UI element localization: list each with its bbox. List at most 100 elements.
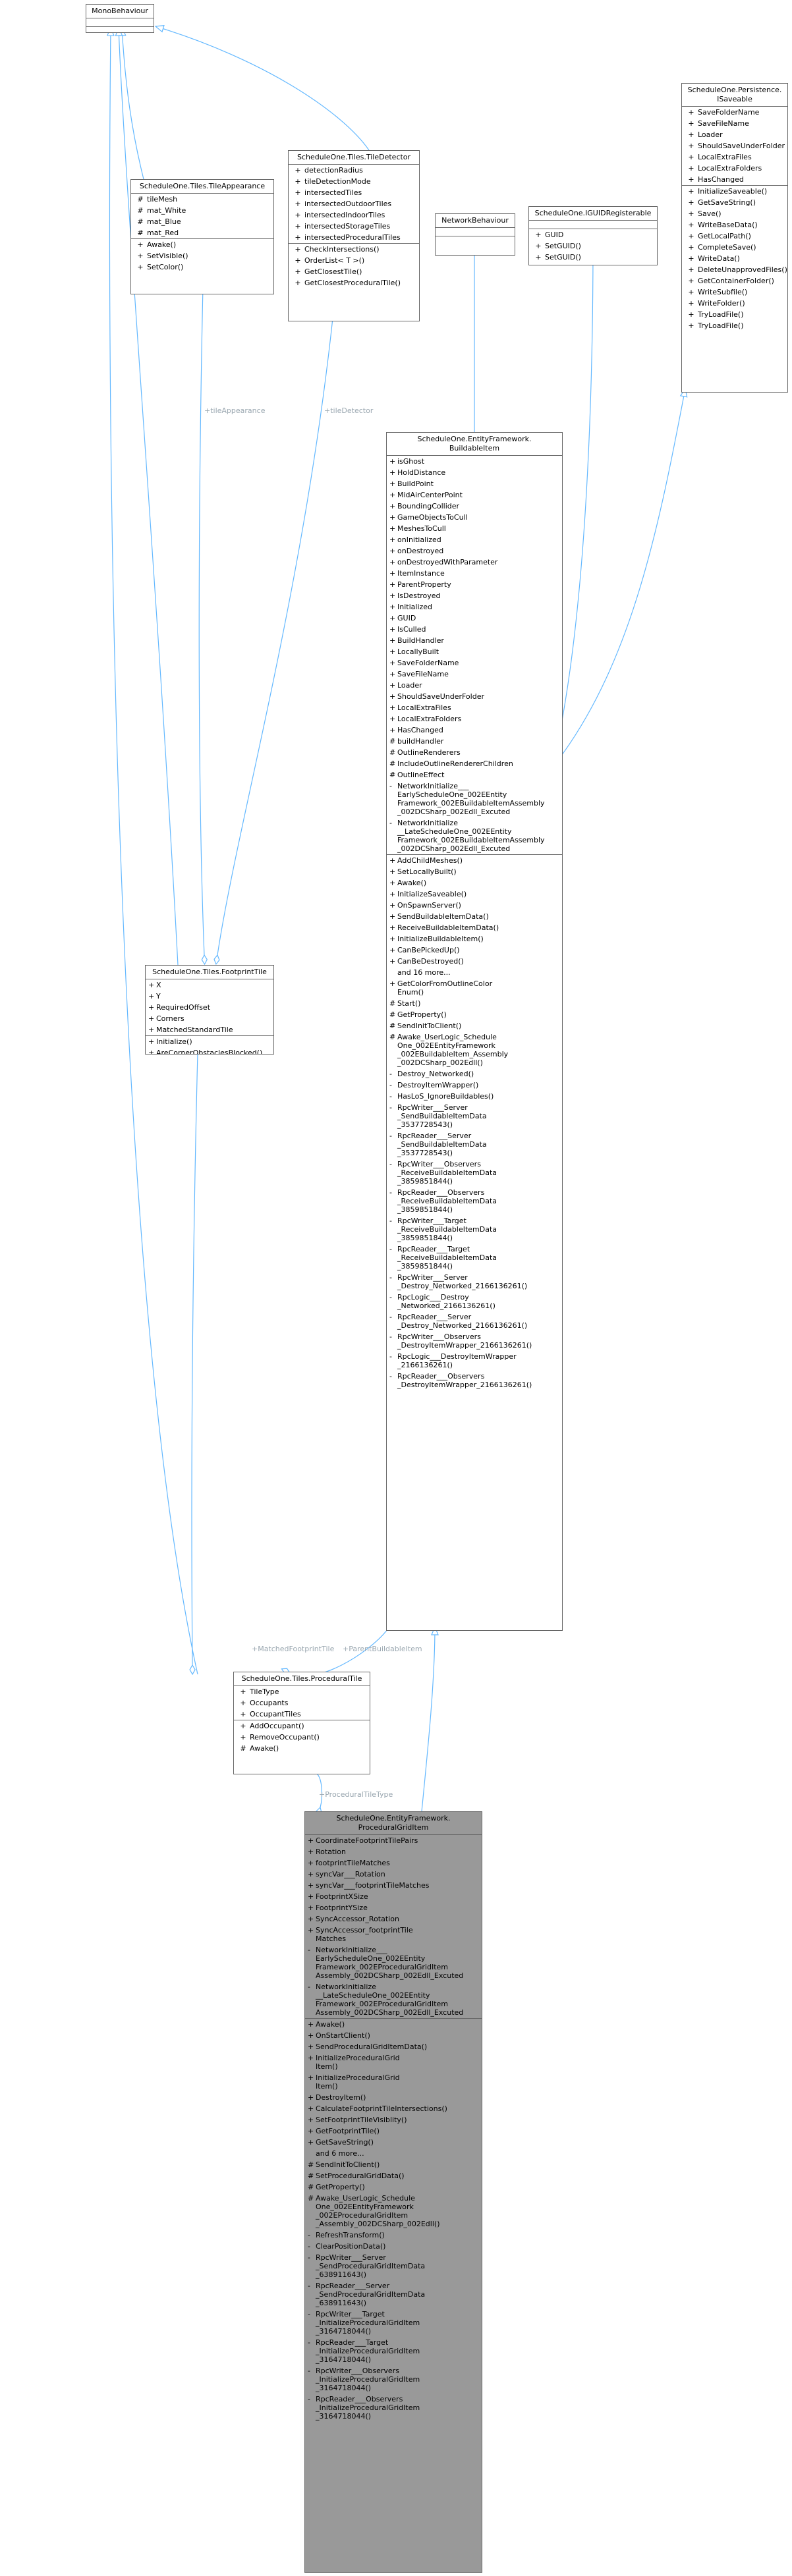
class-member[interactable]: +InitializeProceduralGrid Item() [305,2052,482,2072]
class-member[interactable]: #Awake_UserLogic_Schedule One_002EEntity… [305,2193,482,2230]
class-member[interactable]: +HasChanged [682,174,787,185]
class-member[interactable]: #buildHandler [387,736,562,747]
class-member[interactable]: -RpcWriter___Server _SendProceduralGridI… [305,2252,482,2280]
class-member[interactable]: +MidAirCenterPoint [387,489,562,501]
class-proceduraltile[interactable]: ScheduleOne.Tiles.ProceduralTile +TileTy… [233,1672,370,1774]
class-member[interactable]: #OutlineRenderers [387,747,562,758]
class-member[interactable]: +BuildHandler [387,635,562,646]
class-member[interactable]: +intersectedTiles [289,187,419,198]
class-member[interactable]: +CheckIntersections() [289,244,419,255]
class-member[interactable]: +LocalExtraFiles [682,151,787,163]
class-member[interactable]: +LocallyBuilt [387,646,562,657]
class-member[interactable]: +SaveFileName [387,669,562,680]
class-member[interactable]: -RpcReader___Server _SendBuildableItemDa… [387,1130,562,1159]
class-member[interactable]: #GetProperty() [387,1009,562,1020]
class-member[interactable]: -NetworkInitialize___ EarlyScheduleOne_0… [305,1944,482,1981]
class-member[interactable]: -DestroyItemWrapper() [387,1080,562,1091]
class-member[interactable]: -NetworkInitialize___ EarlyScheduleOne_0… [387,781,562,817]
class-member[interactable]: +FootprintYSize [305,1902,482,1913]
class-member[interactable]: #IncludeOutlineRendererChildren [387,758,562,769]
class-member[interactable]: -RpcWriter___Observers _InitializeProced… [305,2365,482,2394]
class-member[interactable]: +syncVar___footprintTileMatches [305,1880,482,1891]
class-member[interactable]: +SendProceduralGridItemData() [305,2041,482,2052]
class-member[interactable]: +SetFootprintTileVisiblity() [305,2114,482,2125]
class-buildableitem[interactable]: ScheduleOne.EntityFramework. BuildableIt… [386,432,563,1631]
class-member[interactable]: +GetColorFromOutlineColor Enum() [387,978,562,998]
class-member[interactable]: +detectionRadius [289,165,419,176]
class-member[interactable]: +footprintTileMatches [305,1857,482,1869]
class-member[interactable]: +AreCornerObstaclesBlocked() [146,1047,273,1054]
class-member[interactable]: +GetContainerFolder() [682,275,787,287]
class-member[interactable]: +SetVisible() [131,250,273,261]
class-member[interactable]: -RpcWriter___Server _Destroy_Networked_2… [387,1272,562,1292]
class-iguidregisterable[interactable]: ScheduleOne.IGUIDRegisterable +GUID+SetG… [528,206,658,265]
class-member[interactable]: +Awake() [305,2019,482,2030]
class-member[interactable]: +OnSpawnServer() [387,900,562,911]
class-member[interactable]: -RpcReader___Target _ReceiveBuildableIte… [387,1244,562,1272]
class-member[interactable]: +Save() [682,208,787,219]
class-member[interactable]: #SendInitToClient() [387,1020,562,1031]
class-member[interactable]: +OrderList< T >() [289,255,419,266]
class-member[interactable]: #Awake() [234,1743,370,1754]
class-member[interactable]: +TryLoadFile() [682,309,787,320]
class-member[interactable]: +ParentProperty [387,579,562,590]
class-member[interactable]: +BuildPoint [387,478,562,489]
class-member[interactable]: +ReceiveBuildableItemData() [387,922,562,933]
class-member[interactable]: +intersectedProceduralTiles [289,232,419,243]
class-footprinttile[interactable]: ScheduleOne.Tiles.FootprintTile +X+Y+Req… [145,965,274,1055]
class-member[interactable]: -RpcReader___Target _InitializeProcedura… [305,2337,482,2365]
class-member[interactable]: -RpcReader___Observers _ReceiveBuildable… [387,1187,562,1215]
class-member[interactable]: -RpcLogic___DestroyItemWrapper _21661362… [387,1351,562,1371]
class-member[interactable]: #OutlineEffect [387,769,562,781]
class-member[interactable]: +AddOccupant() [234,1720,370,1732]
class-member[interactable]: +SaveFileName [682,118,787,129]
class-member[interactable]: +intersectedIndoorTiles [289,209,419,221]
class-member[interactable]: #SetProceduralGridData() [305,2170,482,2181]
class-member[interactable]: +InitializeBuildableItem() [387,933,562,945]
class-member[interactable]: +Initialize() [146,1036,273,1047]
class-member[interactable]: +GetSaveString() [305,2137,482,2148]
class-member[interactable]: +TryLoadFile() [682,320,787,331]
class-member[interactable]: #mat_Blue [131,216,273,227]
class-member[interactable]: +MeshesToCull [387,523,562,534]
class-member[interactable]: +MatchedStandardTile [146,1024,273,1035]
class-member[interactable]: +onDestroyed [387,545,562,557]
class-member[interactable]: -Destroy_Networked() [387,1068,562,1080]
class-member[interactable]: +HoldDistance [387,467,562,478]
class-member[interactable]: +InitializeSaveable() [682,186,787,197]
class-member[interactable]: +CanBeDestroyed() [387,956,562,967]
class-member[interactable]: +IsDestroyed [387,590,562,601]
class-monobehaviour[interactable]: MonoBehaviour [86,4,154,33]
class-member[interactable]: +RemoveOccupant() [234,1732,370,1743]
class-member[interactable]: +Awake() [131,239,273,250]
class-member[interactable]: +CoordinateFootprintTilePairs [305,1835,482,1846]
class-member[interactable]: +GetClosestProceduralTile() [289,277,419,288]
class-member[interactable]: #mat_Red [131,227,273,238]
class-member[interactable]: +LocalExtraFolders [387,713,562,725]
class-tileappearance[interactable]: ScheduleOne.Tiles.TileAppearance #tileMe… [130,179,274,294]
class-member[interactable]: +SyncAccessor_Rotation [305,1913,482,1925]
class-member[interactable]: +Initialized [387,601,562,613]
class-member[interactable]: -RefreshTransform() [305,2230,482,2241]
class-member[interactable]: +InitializeSaveable() [387,889,562,900]
class-member[interactable]: +SetLocallyBuilt() [387,866,562,877]
class-member[interactable]: +LocalExtraFiles [387,702,562,713]
class-member[interactable]: -RpcWriter___Observers _DestroyItemWrapp… [387,1331,562,1351]
class-member[interactable]: +WriteData() [682,253,787,264]
class-member[interactable]: +BoundingCollider [387,501,562,512]
class-member[interactable]: +SetGUID() [529,240,657,252]
class-member[interactable]: +GetFootprintTile() [305,2125,482,2137]
class-member[interactable]: -RpcWriter___Target _ReceiveBuildableIte… [387,1215,562,1244]
class-member[interactable]: +tileDetectionMode [289,176,419,187]
class-member[interactable]: +intersectedStorageTiles [289,221,419,232]
class-member[interactable]: and 6 more... [305,2148,482,2159]
class-member[interactable]: +IsCulled [387,624,562,635]
class-member[interactable]: #GetProperty() [305,2181,482,2193]
class-member[interactable]: +Loader [682,129,787,140]
class-member[interactable]: +WriteFolder() [682,298,787,309]
class-member[interactable]: +X [146,979,273,991]
class-member[interactable]: +syncVar___Rotation [305,1869,482,1880]
class-member[interactable]: -RpcWriter___Server _SendBuildableItemDa… [387,1102,562,1130]
class-member[interactable]: +GUID [529,229,657,240]
class-member[interactable]: +HasChanged [387,725,562,736]
